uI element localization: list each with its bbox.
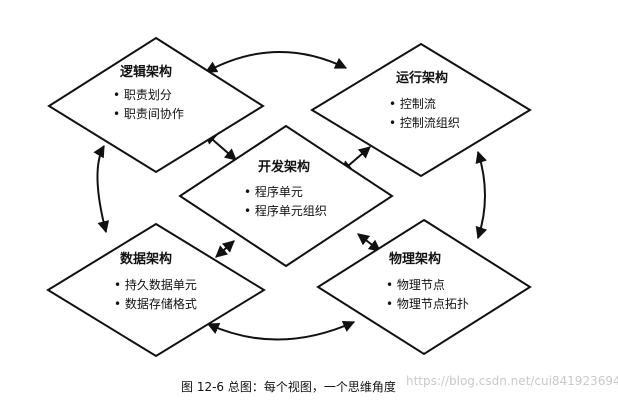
diamond-data (46, 222, 266, 358)
diamond-logical (47, 36, 265, 174)
physical-title: 物理架构 (389, 251, 441, 267)
data-item-1: • 持久数据单元 (114, 277, 197, 292)
curve-logical-data (93, 144, 110, 234)
runtime-item-1: • 控制流 (389, 97, 436, 111)
development-item-2: • 程序单元组织 (244, 203, 327, 218)
development-item-1: • 程序单元 (244, 184, 303, 199)
curve-logical-runtime (204, 50, 348, 73)
figure-caption: 图 12-6 总图：每个视图，一个思维角度 (181, 379, 396, 394)
data-item-2: • 数据存储格式 (114, 296, 197, 311)
logical-title: 逻辑架构 (120, 64, 172, 80)
data-title: 数据架构 (120, 251, 172, 267)
curve-runtime-physical (475, 150, 488, 240)
connector-data-development (215, 240, 235, 258)
diamond-runtime (310, 42, 532, 178)
logical-item-1: • 职责划分 (113, 88, 172, 102)
development-title: 开发架构 (258, 159, 310, 175)
physical-item-2: • 物理节点拓扑 (386, 297, 469, 311)
connector-physical-development (357, 233, 381, 252)
diamond-physical (316, 218, 532, 356)
physical-item-1: • 物理节点 (386, 278, 445, 292)
watermark-text: https://blog.csdn.net/cui841923694 (406, 374, 618, 388)
logical-item-2: • 职责间协作 (113, 106, 184, 121)
runtime-title: 运行架构 (396, 70, 448, 86)
curve-data-physical (206, 320, 356, 341)
diamond-development (178, 124, 394, 268)
runtime-item-2: • 控制流组织 (389, 116, 460, 130)
